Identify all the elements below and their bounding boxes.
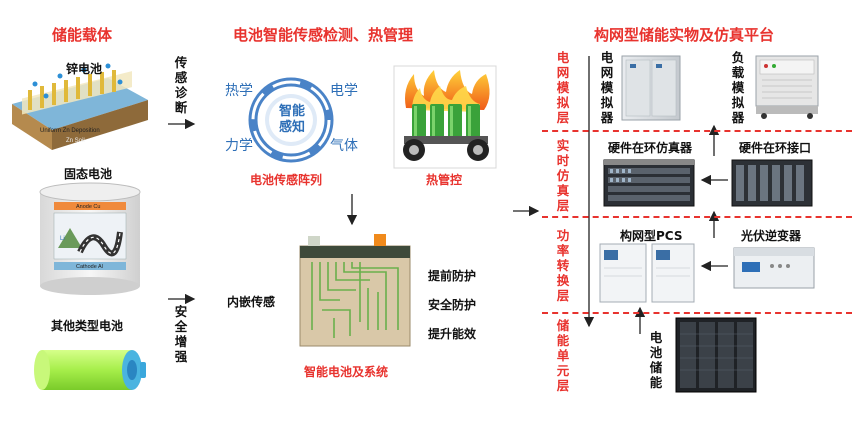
layer-divider-3 — [542, 312, 852, 314]
battery-storage-image — [675, 317, 757, 393]
green-battery-image — [34, 350, 146, 390]
load-simulator-label: 负载模拟器 — [731, 50, 745, 125]
pcs-image — [599, 243, 695, 303]
load-simulator-image — [755, 55, 819, 119]
solid-img-li: Li — [60, 236, 65, 242]
quadrant-mechanical: 力学 — [225, 138, 253, 154]
quadrant-thermal: 热学 — [225, 83, 253, 99]
layer-storage-unit: 储能单元层 — [556, 318, 570, 393]
solid-img-cathode: Cathode Al — [76, 264, 103, 270]
smart-sensing-title: 电池智能传感检测、热管理 — [233, 26, 414, 44]
zinc-battery-image: Uniform Zn Deposition Zn Soil — [12, 63, 148, 150]
battery-storage-label: 电池储能 — [649, 330, 663, 390]
sensor-array-label: 电池传感阵列 — [250, 173, 323, 187]
hil-simulator-label: 硬件在环仿真器 — [608, 141, 693, 155]
hil-interface-label: 硬件在环接口 — [739, 141, 812, 155]
solid-state-battery-image: Anode Cu Li Cathode Al — [39, 182, 141, 295]
benefit-early-protection: 提前防护 — [428, 269, 477, 283]
platform-title: 构网型储能实物及仿真平台 — [594, 26, 775, 44]
smart-battery-image — [299, 234, 411, 347]
layer-divider-1 — [542, 130, 852, 132]
quadrant-gas: 气体 — [330, 138, 358, 154]
layer-power-conversion: 功率转换层 — [556, 228, 570, 303]
smart-sensing-ring — [248, 77, 334, 163]
solid-img-anode: Anode Cu — [76, 204, 100, 210]
pcs-label: 构网型PCS — [620, 229, 683, 243]
benefit-efficiency: 提升能效 — [428, 327, 477, 341]
zinc-battery-label: 锌电池 — [66, 62, 103, 76]
other-battery-label: 其他类型电池 — [51, 319, 124, 333]
pv-inverter-label: 光伏逆变器 — [741, 229, 802, 243]
grid-simulator-label: 电网模拟器 — [600, 50, 614, 125]
smart-sensing-center-label: 智能感知 — [278, 104, 305, 135]
hil-simulator-image — [603, 159, 695, 207]
sensing-diagnosis-label: 传感诊断 — [174, 55, 188, 115]
layer-realtime-simulation: 实时仿真层 — [556, 138, 570, 213]
storage-carrier-title: 储能载体 — [52, 26, 113, 44]
smart-battery-label: 智能电池及系统 — [304, 365, 389, 379]
zinc-img-label-1: Uniform Zn Deposition — [40, 128, 100, 134]
benefit-safety-protection: 安全防护 — [428, 298, 477, 312]
pv-inverter-image — [733, 247, 815, 289]
hil-interface-image — [731, 159, 813, 207]
layer-divider-2 — [542, 216, 852, 218]
thermal-control-label: 热管控 — [426, 173, 463, 187]
solid-battery-label: 固态电池 — [64, 167, 113, 181]
layer-grid-simulation: 电网模拟层 — [556, 50, 570, 125]
embedded-sensing-label: 内嵌传感 — [227, 295, 276, 309]
zinc-img-label-2: Zn Soil — [66, 138, 85, 144]
safety-enhance-label: 安全增强 — [174, 304, 188, 364]
thermal-control-image — [393, 65, 497, 169]
quadrant-electrical: 电学 — [330, 83, 358, 99]
grid-simulator-image — [621, 55, 681, 121]
